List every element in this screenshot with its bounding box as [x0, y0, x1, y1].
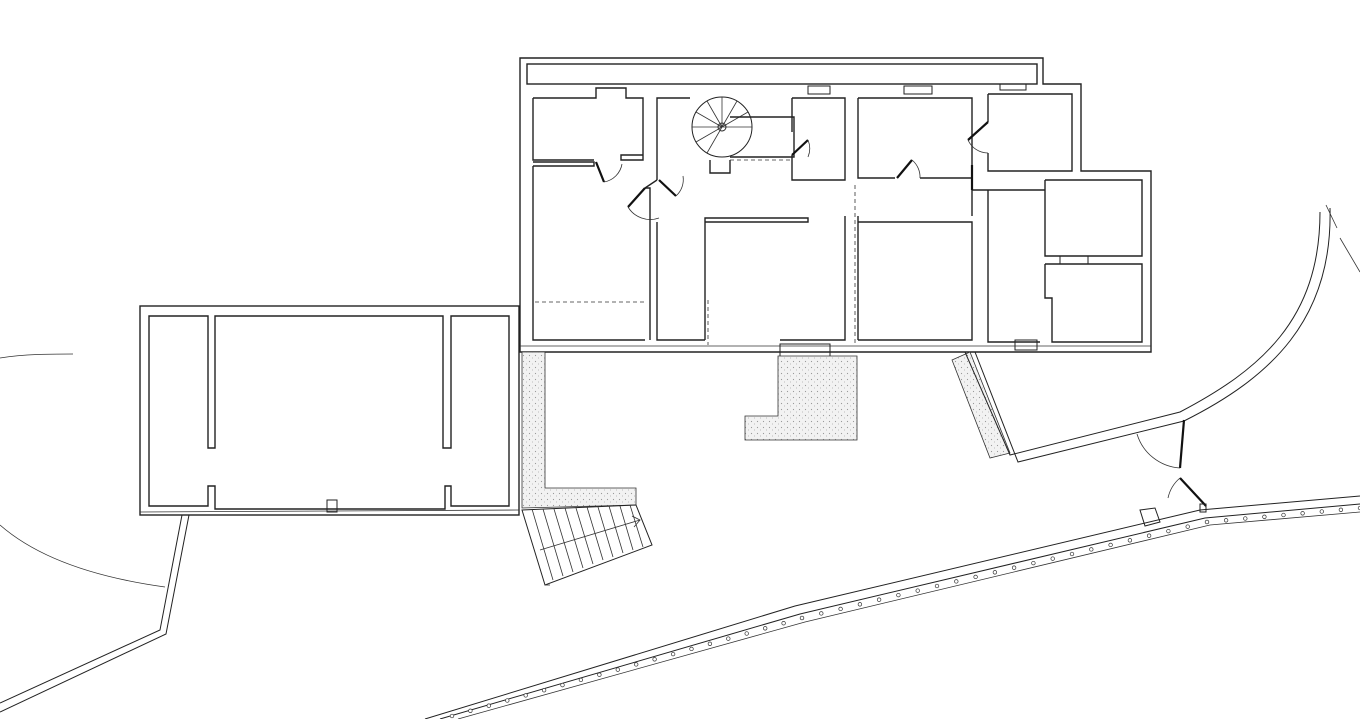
curved-retaining-wall: [964, 204, 1360, 463]
fence-post: [689, 646, 694, 652]
fence-post: [1319, 509, 1324, 514]
fence-post: [1089, 547, 1094, 552]
outbuilding: [139, 305, 520, 516]
fence-post: [670, 651, 676, 657]
fence-post: [615, 667, 620, 672]
spiral-staircase-icon: [691, 96, 795, 158]
fence-post: [597, 672, 602, 677]
fence-post: [449, 713, 455, 719]
fence-post: [541, 688, 547, 693]
fence-post: [1166, 528, 1171, 534]
fence-post: [726, 636, 731, 641]
fence-post: [857, 602, 863, 607]
fence-post: [707, 641, 713, 646]
fence-post: [560, 682, 565, 688]
fence-post: [1281, 512, 1286, 518]
fence-post: [1069, 551, 1075, 557]
fence-post: [1185, 524, 1190, 529]
fence-post: [1108, 542, 1113, 548]
main-house: [519, 57, 1152, 359]
fence-post: [1127, 538, 1133, 543]
fence-post: [634, 662, 639, 667]
fence-post-icon: [449, 505, 1360, 719]
fence-post: [838, 606, 843, 612]
fence-post: [915, 588, 920, 593]
straight-staircase-icon: [521, 504, 653, 586]
fence-post: [799, 615, 805, 621]
fence-post: [578, 677, 584, 683]
fence-post: [819, 611, 824, 616]
fence-post: [954, 579, 959, 584]
fence-post: [744, 631, 749, 636]
fence-post: [505, 698, 510, 703]
gate-door-swings: [1136, 419, 1207, 527]
fence-post: [781, 621, 786, 626]
fence-post: [652, 657, 657, 662]
fence-post: [1243, 516, 1248, 521]
fence-post: [1262, 514, 1267, 519]
fence-post: [1050, 556, 1055, 561]
fence-line: [424, 495, 1360, 719]
fence-post: [468, 708, 473, 713]
fence-post: [1031, 560, 1036, 566]
site-boundary-curves: [0, 353, 190, 713]
fence-post: [523, 693, 528, 698]
fence-post: [1338, 507, 1344, 512]
fence-post: [1146, 533, 1152, 538]
fence-post: [1204, 519, 1210, 525]
fence-post: [486, 703, 491, 708]
door-swing-icon: [594, 121, 989, 220]
fence-post: [896, 592, 901, 598]
fence-post: [1011, 565, 1017, 570]
paved-terraces: [521, 351, 1011, 509]
fence-post: [763, 626, 768, 631]
fence-post: [1223, 518, 1229, 523]
fence-post: [876, 597, 882, 602]
fence-post: [973, 574, 978, 580]
fence-post: [992, 570, 998, 575]
fence-post: [1300, 511, 1305, 516]
fence-post: [934, 583, 940, 589]
